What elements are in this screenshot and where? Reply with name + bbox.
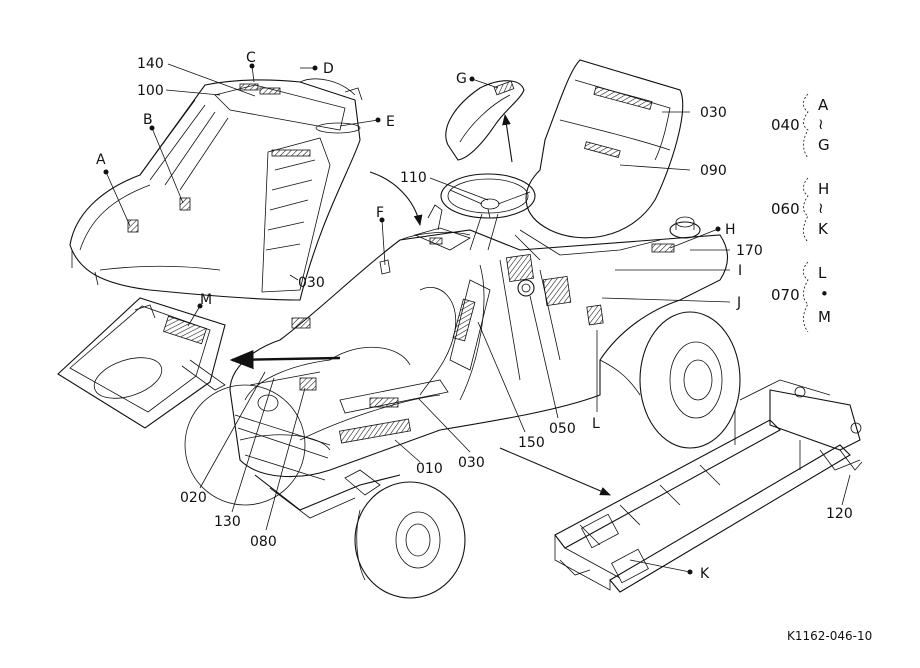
front-bumper-drawing	[184, 384, 401, 519]
label-l: L	[592, 416, 600, 432]
label-100: 100	[137, 83, 164, 99]
rear-wheel-drawing	[639, 311, 741, 449]
letter-labels: A B C D E F G H I J K L M	[96, 50, 742, 582]
legend-mid-070: •	[820, 285, 829, 303]
label-i: I	[738, 263, 742, 279]
grass-chute-drawing	[57, 297, 226, 429]
legend-code-070: 070	[771, 286, 800, 304]
decal-legend: 040 A ≀ G 060 H ≀ K 070 L • M	[771, 93, 831, 333]
label-140: 140	[137, 56, 164, 72]
legend-code-060: 060	[771, 200, 800, 218]
fuel-cap-drawing	[669, 216, 701, 239]
label-080: 080	[250, 534, 277, 550]
label-f: F	[376, 205, 384, 221]
hood-drawing	[69, 78, 363, 301]
label-j: J	[736, 295, 741, 311]
seat-drawing	[514, 59, 684, 261]
figure-code: K1162-046-10	[787, 629, 872, 643]
legend-top-060: H	[818, 180, 829, 198]
label-030-seat: 030	[700, 105, 727, 121]
label-g: G	[456, 71, 467, 87]
legend-mid-040: ≀	[818, 115, 824, 133]
armrest-drawing	[445, 80, 525, 161]
tractor-body-drawing	[229, 204, 729, 481]
label-030-hood: 030	[298, 275, 325, 291]
label-a: A	[96, 152, 106, 168]
label-c: C	[246, 50, 256, 66]
label-030-front: 030	[458, 455, 485, 471]
label-b: B	[143, 112, 153, 128]
leader-lines	[105, 63, 851, 573]
label-150: 150	[518, 435, 545, 451]
label-h: H	[725, 222, 736, 238]
number-labels: 010 020 030 030 030 050 080 090 100 110 …	[137, 56, 853, 550]
legend-bottom-040: G	[818, 136, 830, 154]
label-130: 130	[214, 514, 241, 530]
front-wheel-drawing	[354, 481, 466, 599]
label-120: 120	[826, 506, 853, 522]
chassis-frame-drawing	[554, 379, 863, 593]
label-010: 010	[416, 461, 443, 477]
label-d: D	[323, 61, 334, 77]
legend-top-040: A	[818, 96, 829, 114]
callout-dots	[103, 63, 721, 575]
label-020: 020	[180, 490, 207, 506]
label-090: 090	[700, 163, 727, 179]
steering-wheel-drawing	[440, 173, 536, 251]
legend-code-040: 040	[771, 116, 800, 134]
label-e: E	[386, 114, 395, 130]
legend-mid-060: ≀	[818, 199, 824, 217]
legend-bottom-070: M	[818, 308, 831, 326]
label-110: 110	[400, 170, 427, 186]
label-170: 170	[736, 243, 763, 259]
label-m: M	[200, 292, 212, 308]
label-k: K	[700, 566, 710, 582]
legend-top-070: L	[818, 264, 827, 282]
legend-bottom-060: K	[818, 220, 829, 238]
label-050: 050	[549, 421, 576, 437]
